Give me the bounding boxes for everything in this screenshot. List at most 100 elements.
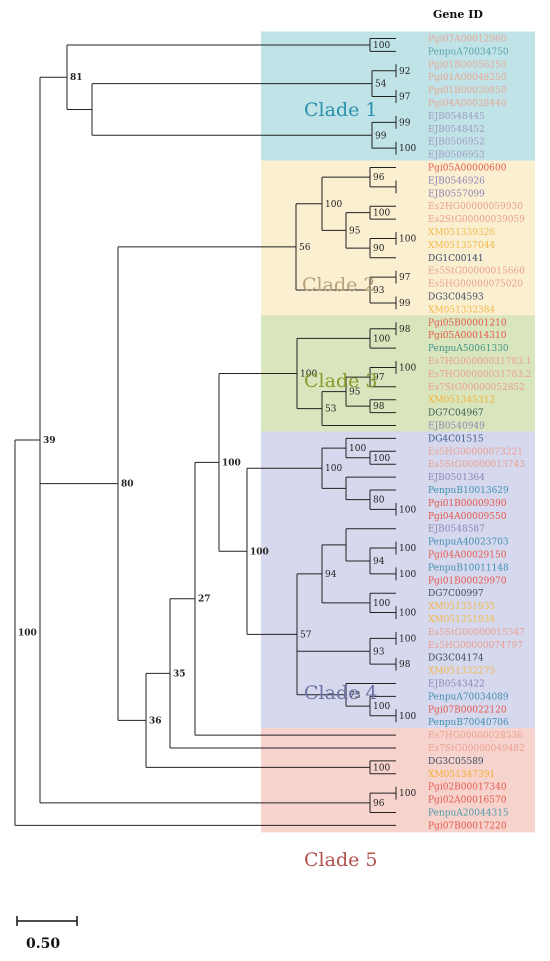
- support-value: 93: [373, 286, 385, 296]
- clade-label: Clade 2: [302, 274, 375, 296]
- clade-label: Clade 3: [304, 370, 377, 392]
- leaf-label: PenpuA70034089: [428, 692, 509, 702]
- leaf-label: XM051351934: [428, 615, 495, 625]
- leaf-label: Es7StG00000049482: [428, 744, 525, 754]
- leaf-label: Pgi04A00009550: [428, 512, 507, 522]
- support-value: 93: [373, 647, 385, 657]
- leaf-label: Pgi07A00012960: [428, 35, 507, 45]
- leaf-label: EJB0506952: [428, 138, 485, 148]
- leaf-label: Pgi04A00028440: [428, 99, 507, 109]
- leaf-labels: Pgi07A00012960PenpuA70034750Pgi01B000562…: [428, 35, 532, 832]
- leaf-label: PenpuB10011148: [428, 563, 509, 573]
- leaf-label: DG3C04174: [428, 654, 484, 664]
- support-value: 54: [375, 80, 387, 90]
- clade-background: [261, 431, 535, 730]
- leaf-label: PenpuA50061330: [428, 344, 509, 354]
- leaf-label: Pgi01B00056250: [428, 60, 507, 70]
- clade-background: [261, 31, 535, 162]
- support-value: 98: [399, 660, 411, 670]
- support-value: 100: [18, 629, 37, 639]
- leaf-label: Pgi05A00014310: [428, 331, 507, 341]
- leaf-label: Es5HG00000074797: [428, 641, 523, 651]
- support-value: 36: [149, 716, 162, 726]
- leaf-label: Es5StG00000015660: [428, 267, 525, 277]
- support-value: 99: [375, 131, 387, 141]
- support-value: 100: [399, 634, 416, 644]
- leaf-label: Pgi04A00029150: [428, 551, 507, 561]
- support-value: 100: [373, 702, 390, 712]
- clade-label: Clade 5: [304, 849, 377, 871]
- support-value: 96: [373, 799, 385, 809]
- support-value: 90: [373, 244, 385, 254]
- leaf-label: Pgi05A00000600: [428, 164, 507, 174]
- leaf-label: XM051339326: [428, 228, 495, 238]
- leaf-label: XM051332275: [428, 667, 495, 677]
- leaf-label: Es7HG00000031783.2: [428, 370, 532, 380]
- leaf-label: Es5HG00000075020: [428, 280, 523, 290]
- support-value: 80: [373, 496, 385, 506]
- leaf-label: Pgi01B00009390: [428, 499, 507, 509]
- leaf-label: PenpuA40023703: [428, 538, 509, 548]
- leaf-label: DG4C01515: [428, 434, 484, 444]
- leaf-label: EJB0543422: [428, 680, 485, 690]
- clade-background: [261, 315, 535, 433]
- leaf-label: DG3C04593: [428, 293, 484, 303]
- support-value: 100: [373, 41, 390, 51]
- leaf-label: EJB0548452: [428, 125, 485, 135]
- leaf-label: Pgi05B00001210: [428, 318, 507, 328]
- leaf-label: Pgi01B00030850: [428, 86, 507, 96]
- leaf-label: XM051351935: [428, 602, 495, 612]
- leaf-label: EJB0548445: [428, 112, 485, 122]
- leaf-label: XM051357044: [428, 241, 495, 251]
- tree-branches: [14, 38, 397, 826]
- leaf-label: Pgi01B00029970: [428, 576, 507, 586]
- leaf-label: Es2HG00000059930: [428, 202, 523, 212]
- leaf-label: EJB0548587: [428, 525, 485, 535]
- support-value: 57: [300, 630, 312, 640]
- leaf-label: DG1C00141: [428, 254, 484, 264]
- scale-bar-label: 0.50: [26, 936, 60, 952]
- leaf-label: DG7C04967: [428, 409, 484, 419]
- support-value: 73: [349, 691, 361, 701]
- support-value: 97: [373, 373, 385, 383]
- support-value: 39: [43, 436, 56, 446]
- leaf-label: EJB0557099: [428, 189, 485, 199]
- clade-backgrounds: [261, 31, 535, 833]
- support-value: 96: [373, 173, 385, 183]
- leaf-label: XM051332384: [428, 305, 495, 315]
- support-value: 99: [399, 299, 411, 309]
- leaf-label: EJB0501364: [428, 473, 485, 483]
- support-value: 100: [399, 505, 416, 515]
- leaf-label: EJB0506953: [428, 151, 485, 161]
- leaf-label: XM051347391: [428, 770, 495, 780]
- support-value: 100: [222, 458, 241, 468]
- support-value: 95: [349, 388, 361, 398]
- support-value: 98: [373, 402, 385, 412]
- support-value: 97: [399, 273, 411, 283]
- support-value: 100: [399, 712, 416, 722]
- leaf-label: EJB0540949: [428, 422, 485, 432]
- gene-id-header: Gene ID: [433, 8, 483, 21]
- leaf-label: Es5StG00000015547: [428, 628, 525, 638]
- scale-bar: 0.50: [16, 916, 78, 952]
- leaf-label: PenpuA20044315: [428, 809, 509, 819]
- support-value: 94: [325, 570, 337, 580]
- support-value: 100: [399, 789, 416, 799]
- leaf-label: PenpuA70034750: [428, 47, 509, 57]
- support-value: 97: [399, 93, 411, 103]
- support-value: 100: [373, 763, 390, 773]
- support-value: 99: [399, 118, 411, 128]
- support-value: 100: [399, 609, 416, 619]
- support-value: 35: [173, 669, 186, 679]
- leaf-label: Es7StG00000052852: [428, 383, 525, 393]
- support-value: 53: [325, 405, 337, 415]
- support-value: 80: [121, 480, 134, 490]
- support-value: 100: [399, 234, 416, 244]
- support-value: 100: [399, 363, 416, 373]
- support-value: 100: [399, 144, 416, 154]
- support-value: 100: [250, 547, 269, 557]
- support-values: 1009297549910099819610010090951009799935…: [18, 41, 416, 809]
- support-value: 100: [373, 454, 390, 464]
- leaf-label: Pgi02B00017340: [428, 783, 507, 793]
